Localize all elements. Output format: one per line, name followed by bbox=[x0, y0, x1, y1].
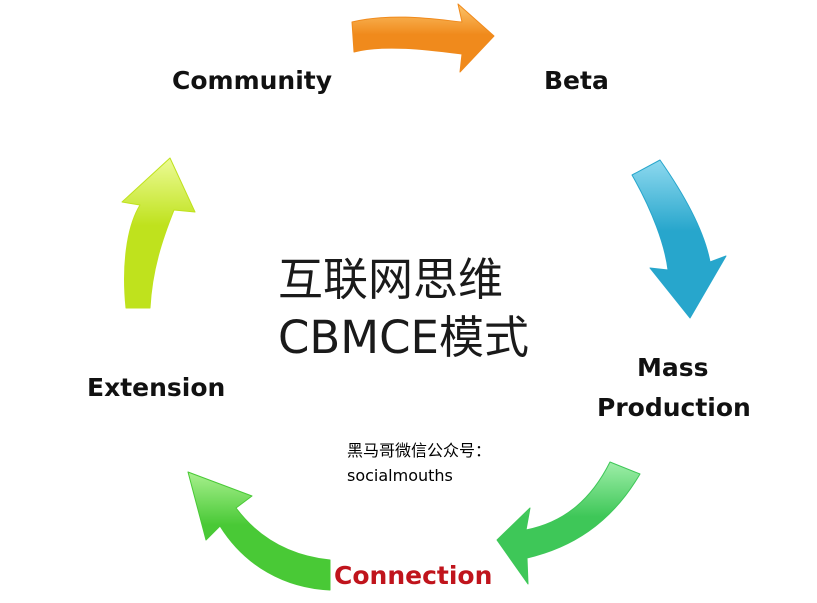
stage-label-mass: Mass bbox=[637, 353, 709, 382]
arrow-mass-production-to-connection bbox=[496, 461, 641, 585]
arrow-extension-to-community bbox=[121, 157, 196, 309]
center-title-line2: CBMCE模式 bbox=[278, 311, 529, 364]
stage-label-production: Production bbox=[597, 393, 751, 422]
arrow-community-to-beta bbox=[351, 3, 495, 73]
stage-label-connection: Connection bbox=[334, 561, 493, 590]
arrow-connection-to-extension bbox=[187, 471, 331, 591]
stage-label-extension: Extension bbox=[87, 373, 226, 402]
arrow-beta-to-mass-production bbox=[631, 159, 727, 319]
wechat-note-line1: 黑马哥微信公众号： bbox=[347, 441, 492, 460]
stage-label-community: Community bbox=[172, 66, 333, 95]
stage-label-beta: Beta bbox=[544, 66, 609, 95]
center-title-line1: 互联网思维 bbox=[278, 253, 504, 306]
wechat-note-line2: socialmouths bbox=[347, 466, 453, 485]
